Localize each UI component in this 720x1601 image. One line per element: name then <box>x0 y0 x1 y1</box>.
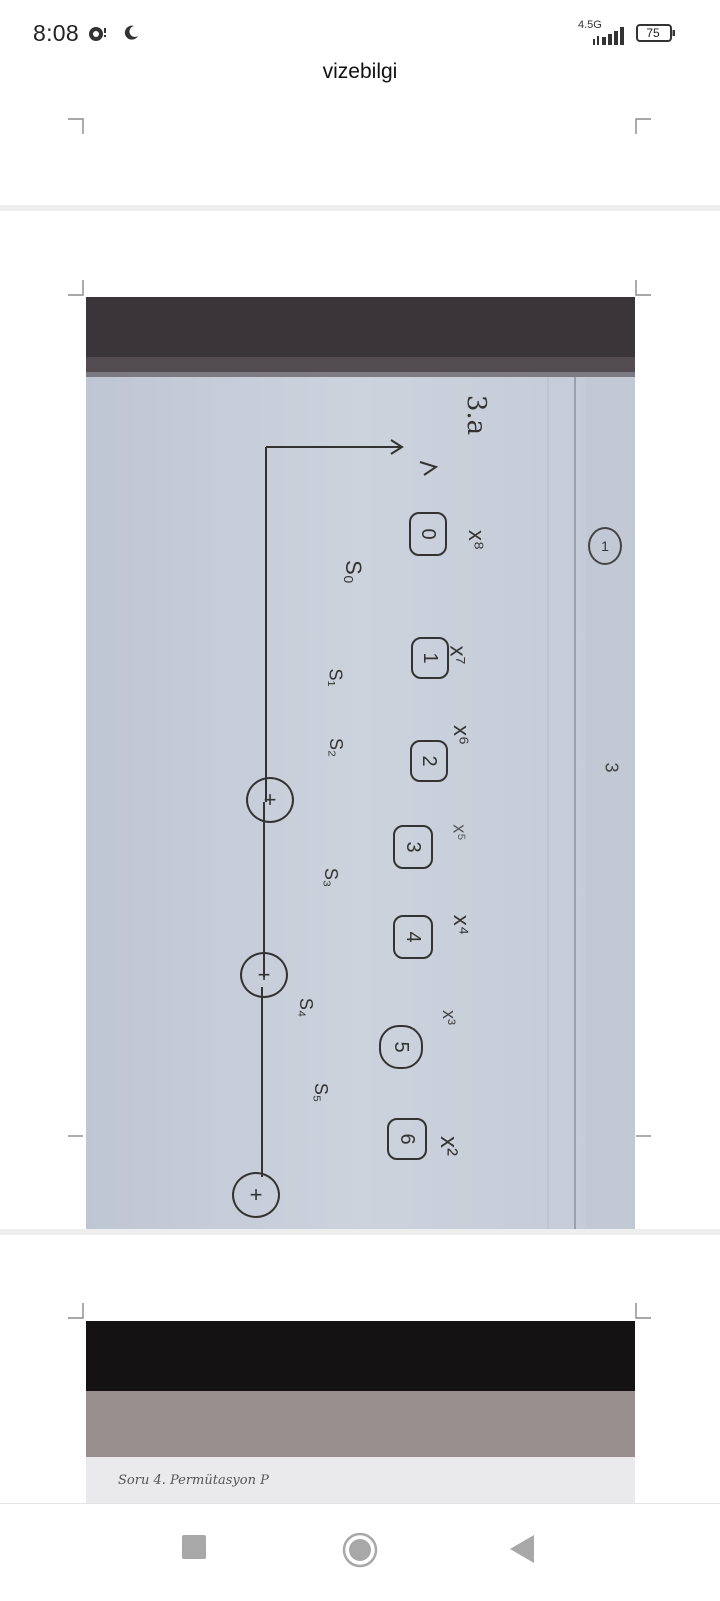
exponent-label: x⁸ <box>464 529 490 551</box>
battery-level: 75 <box>646 26 660 40</box>
stage-box-1: 1 <box>411 637 449 679</box>
crop-corner <box>68 1303 84 1319</box>
moon-icon <box>124 25 138 40</box>
stage-box-4: 4 <box>393 915 433 959</box>
exponent-label: x⁴ <box>449 914 475 936</box>
crop-corner <box>635 280 651 296</box>
state-label: S₂ <box>326 738 346 757</box>
photo-fabric <box>86 1391 635 1457</box>
exponent-label: x² <box>435 1136 462 1156</box>
photo-caption: Soru 4. Permütasyon P <box>118 1473 269 1488</box>
state-label: S₅ <box>311 1082 332 1103</box>
crop-corner <box>68 1135 83 1137</box>
page-separator <box>0 1229 720 1235</box>
state-label: S₄ <box>296 997 317 1018</box>
stage-box-3: 3 <box>393 825 433 869</box>
network-type: 4.5G <box>578 19 602 31</box>
exponent-label: x⁶ <box>449 724 475 746</box>
xor-adder: + <box>232 1172 280 1218</box>
battery-icon <box>636 24 675 42</box>
state-label: S₃ <box>321 867 342 888</box>
exponent-label: x⁵ <box>449 824 470 841</box>
crop-corner-top-left <box>68 118 84 134</box>
stage-box-0: 0 <box>409 512 447 556</box>
exponent-label: x⁷ <box>445 645 471 665</box>
state-label: S₀ <box>340 560 366 584</box>
clock: 8:08 <box>33 20 79 46</box>
system-navigation-bar <box>0 1503 720 1601</box>
xor-adder: + <box>240 952 288 998</box>
circuit-drawing <box>261 439 439 1177</box>
signal-icon <box>593 27 624 45</box>
edge-number: 3 <box>601 762 622 773</box>
stage-box-6: 6 <box>387 1118 427 1160</box>
page-separator <box>0 205 720 211</box>
photo-paper <box>86 1457 635 1503</box>
document-title: vizebilgi <box>322 60 398 83</box>
state-label: S₁ <box>325 668 346 687</box>
recents-square-icon[interactable] <box>181 1534 207 1560</box>
photo-dark-band <box>86 1321 635 1393</box>
edge-circle-number: 1 <box>588 527 622 565</box>
handwritten-circuit-photo[interactable]: 3.a 0 1 2 3 4 5 6 x⁸ x⁷ x⁶ x⁵ x⁴ x³ x² <box>86 297 635 1229</box>
back-triangle-icon[interactable] <box>508 1534 536 1564</box>
exponent-label: x³ <box>439 1010 459 1025</box>
status-bar: 8:08 4.5G 75 <box>0 0 720 62</box>
crop-corner <box>636 1135 651 1137</box>
crop-corner <box>635 1303 651 1319</box>
xor-adder: + <box>246 777 294 823</box>
crop-corner <box>68 280 84 296</box>
home-circle-icon[interactable] <box>342 1532 378 1568</box>
stage-box-5: 5 <box>379 1025 423 1069</box>
notification-icon <box>89 27 106 41</box>
photo-background <box>86 297 635 1229</box>
stage-box-2: 2 <box>410 740 448 782</box>
page-photo[interactable]: Soru 4. Permütasyon P <box>86 1321 635 1503</box>
crop-corner-top-right <box>635 118 651 134</box>
